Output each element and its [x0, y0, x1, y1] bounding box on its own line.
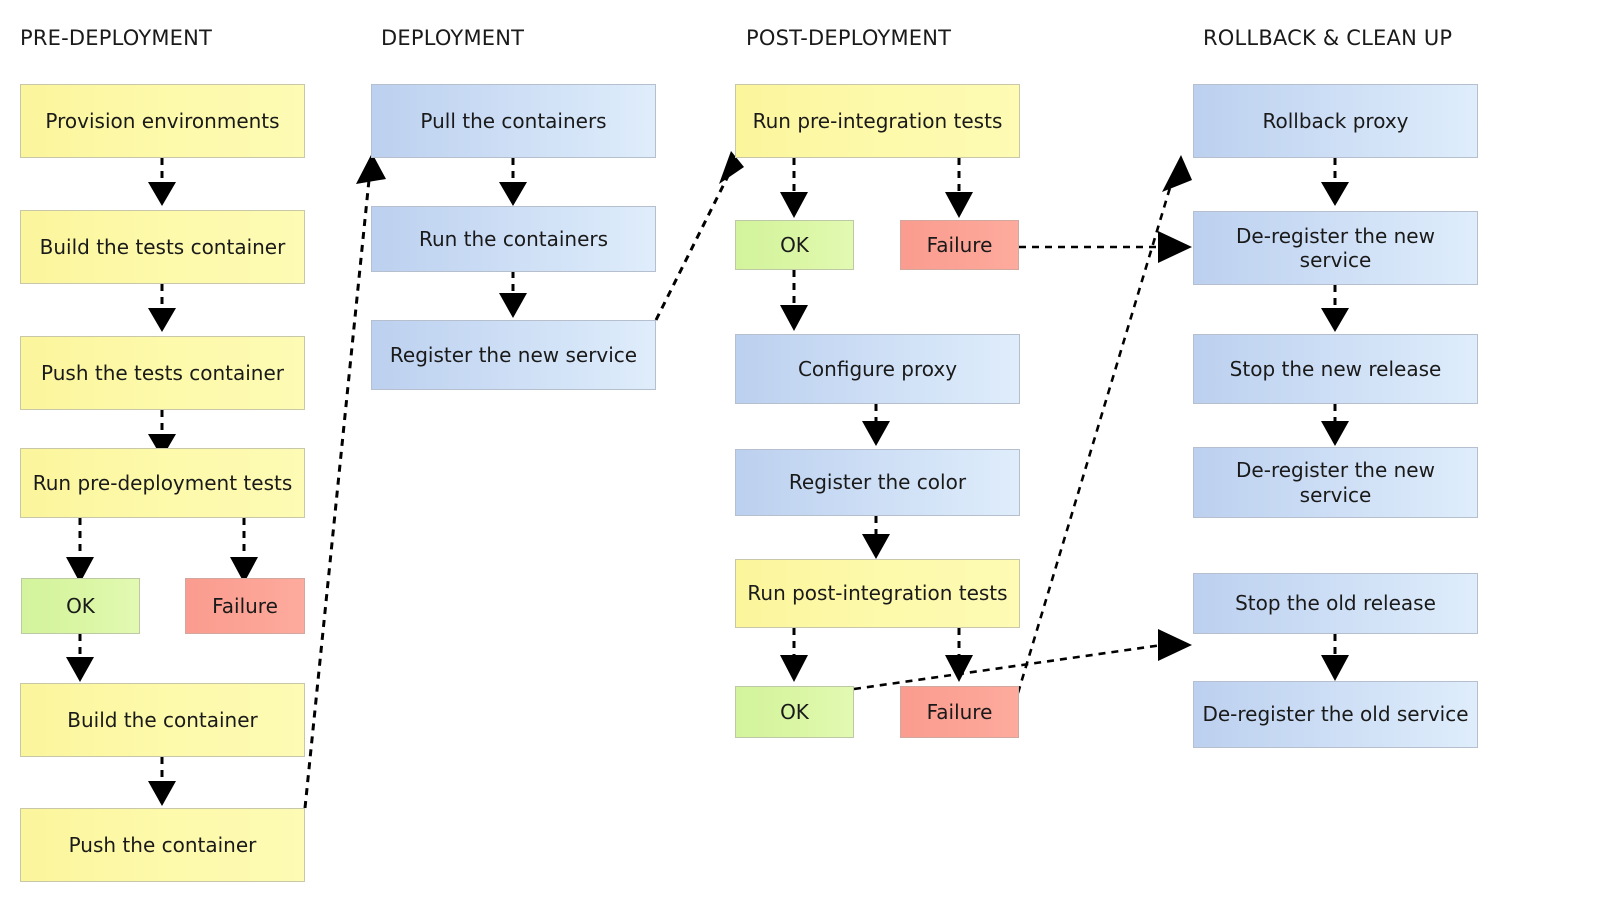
node-provision-environments[interactable]: Provision environments [20, 84, 305, 158]
node-rollback-proxy[interactable]: Rollback proxy [1193, 84, 1478, 158]
edge-rb1-rb2 [1321, 158, 1349, 206]
edge-post4-failure2 [945, 628, 973, 682]
edge-register-color-post-integration [862, 516, 890, 559]
node-run-post-integration-tests[interactable]: Run post-integration tests [735, 559, 1020, 628]
edge-ok-pre5 [66, 634, 94, 682]
node-label: Configure proxy [797, 356, 958, 381]
column-header-rollback-clean-up: ROLLBACK & CLEAN UP [1203, 26, 1453, 50]
node-deregister-new-service-1[interactable]: De-register the new service [1193, 211, 1478, 285]
node-label: OK [780, 232, 809, 257]
node-label: Stop the new release [1229, 356, 1442, 381]
node-label: Build the container [67, 707, 258, 732]
node-label: Push the container [68, 832, 257, 857]
node-register-the-new-service[interactable]: Register the new service [371, 320, 656, 390]
node-label: Run the containers [418, 226, 609, 251]
edge-pre2-pre3 [148, 284, 176, 332]
edge-dep2-dep3 [499, 271, 527, 318]
edge-dep1-dep2 [499, 158, 527, 206]
node-configure-proxy[interactable]: Configure proxy [735, 334, 1020, 404]
node-label: Register the color [788, 470, 967, 495]
node-label: Push the tests container [41, 360, 284, 385]
edge-rb2-rb3 [1321, 285, 1349, 332]
node-push-tests-container[interactable]: Push the tests container [20, 336, 305, 410]
node-label: Failure [212, 593, 278, 618]
edge-post1-failure [945, 158, 973, 218]
edge-ok2-to-stop-old-release [853, 629, 1192, 691]
node-deregister-new-service-2[interactable]: De-register the new service [1193, 447, 1478, 518]
node-label: De-register the new service [1236, 223, 1435, 272]
edge-failure1-to-deregister-new-service [1019, 231, 1192, 263]
node-label: Run post-integration tests [747, 581, 1008, 606]
edge-rb5-rb6 [1321, 634, 1349, 681]
edge-post4-ok2 [780, 628, 808, 682]
status-badge-ok-post-integration[interactable]: OK [735, 686, 854, 738]
node-build-the-container[interactable]: Build the container [20, 683, 305, 757]
status-badge-ok-pre-integration[interactable]: OK [735, 220, 854, 270]
status-badge-failure-pre-integration[interactable]: Failure [900, 220, 1019, 270]
edge-pre4-failure [230, 518, 258, 583]
edge-failure2-to-rollback-proxy [1016, 155, 1192, 694]
edge-configure-proxy-register-color [862, 404, 890, 446]
node-label: Provision environments [45, 108, 280, 133]
column-header-post-deployment: POST-DEPLOYMENT [746, 26, 952, 50]
edge-register-service-to-pre-integration-tests [654, 151, 744, 321]
node-label: Rollback proxy [1262, 108, 1409, 133]
status-badge-ok-pre-deployment[interactable]: OK [21, 578, 140, 634]
node-run-pre-deployment-tests[interactable]: Run pre-deployment tests [20, 448, 305, 518]
column-header-pre-deployment: PRE-DEPLOYMENT [20, 26, 213, 50]
node-run-pre-integration-tests[interactable]: Run pre-integration tests [735, 84, 1020, 158]
node-label: OK [66, 593, 95, 618]
node-label: Pull the containers [420, 108, 607, 133]
node-push-the-container[interactable]: Push the container [20, 808, 305, 882]
node-label: Stop the old release [1235, 591, 1436, 616]
node-pull-the-containers[interactable]: Pull the containers [371, 84, 656, 158]
node-deregister-old-service[interactable]: De-register the old service [1193, 681, 1478, 748]
node-label: Failure [926, 232, 993, 257]
edge-rb3-rb4 [1321, 404, 1349, 446]
node-label: De-register the old service [1202, 702, 1469, 727]
node-build-tests-container[interactable]: Build the tests container [20, 210, 305, 284]
node-label: Run pre-deployment tests [32, 470, 293, 495]
status-badge-failure-pre-deployment[interactable]: Failure [185, 578, 305, 634]
edge-pre4-ok [66, 518, 94, 583]
node-run-the-containers[interactable]: Run the containers [371, 206, 656, 272]
node-label: Run pre-integration tests [752, 108, 1003, 133]
node-label: De-register the new service [1236, 458, 1435, 507]
node-stop-the-old-release[interactable]: Stop the old release [1193, 573, 1478, 634]
edge-pre1-pre2 [148, 158, 176, 206]
column-header-deployment: DEPLOYMENT [381, 26, 525, 50]
edge-pre5-pre6 [148, 757, 176, 806]
edge-ok-configure-proxy [780, 270, 808, 331]
node-label: Failure [926, 699, 993, 724]
node-stop-the-new-release[interactable]: Stop the new release [1193, 334, 1478, 404]
node-label: Build the tests container [39, 234, 286, 259]
node-label: OK [780, 699, 809, 724]
status-badge-failure-post-integration[interactable]: Failure [900, 686, 1019, 738]
edge-post1-ok [780, 158, 808, 218]
node-register-the-color[interactable]: Register the color [735, 449, 1020, 516]
node-label: Register the new service [389, 342, 638, 367]
